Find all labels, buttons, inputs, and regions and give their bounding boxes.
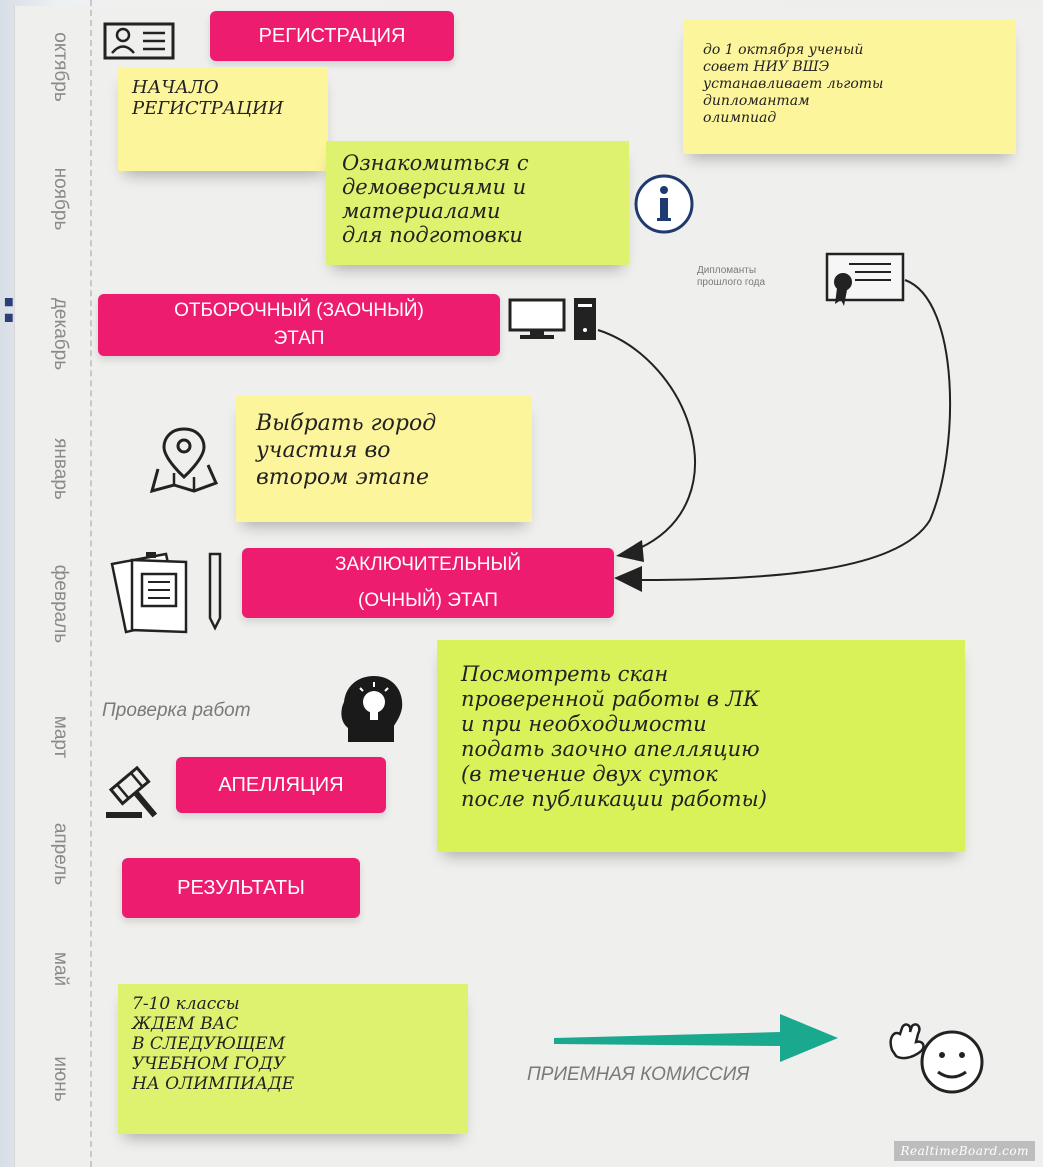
info-icon [634, 174, 694, 234]
stage-registration: РЕГИСТРАЦИЯ [210, 11, 454, 61]
note-view-scan: Посмотреть скан проверенной работы в ЛК … [437, 640, 965, 852]
arrow-head-icon [614, 566, 642, 592]
arrow-right-icon [554, 1014, 838, 1062]
stage-qualifying: ОТБОРОЧНЫЙ (ЗАОЧНЫЙ) ЭТАП [98, 294, 500, 356]
note-start-registration: НАЧАЛО РЕГИСТРАЦИИ [118, 67, 328, 171]
map-pin-icon [149, 427, 219, 494]
stage-results: РЕЗУЛЬТАТЫ [122, 858, 360, 918]
note-choose-city: Выбрать город участия во втором этапе [236, 396, 532, 522]
lightbulb-head-icon [341, 676, 403, 742]
computer-icon [508, 298, 596, 340]
stage-appeal: АПЕЛЛЯЦИЯ [176, 757, 386, 813]
note-benefits: до 1 октября ученый совет НИУ ВШЭ устана… [683, 20, 1016, 154]
waving-smiley-icon [889, 1023, 984, 1094]
note-demo-materials: Ознакомиться с демоверсиями и материалам… [326, 141, 629, 265]
watermark: RealtimeBoard.com [894, 1141, 1035, 1161]
caption-admissions: ПРИЕМНАЯ КОМИССИЯ [527, 1064, 750, 1085]
exam-papers-icon [110, 552, 222, 634]
certificate-icon [825, 252, 905, 306]
stage-final: ЗАКЛЮЧИТЕЛЬНЫЙ (ОЧНЫЙ) ЭТАП [242, 548, 614, 618]
timeline-axis [90, 0, 92, 1167]
gavel-icon [106, 765, 158, 818]
slide-colon: : [0, 282, 18, 333]
arrow-head-icon [616, 540, 644, 562]
caption-checking: Проверка работ [102, 700, 251, 721]
id-card-icon [103, 22, 175, 60]
note-next-year: 7-10 классы ЖДЕМ ВАС В СЛЕДУЮЩЕМ УЧЕБНОМ… [118, 984, 468, 1134]
caption-diplomats: Дипломанты прошлого года [697, 265, 766, 288]
stage-label: РЕГИСТРАЦИЯ [258, 25, 406, 47]
